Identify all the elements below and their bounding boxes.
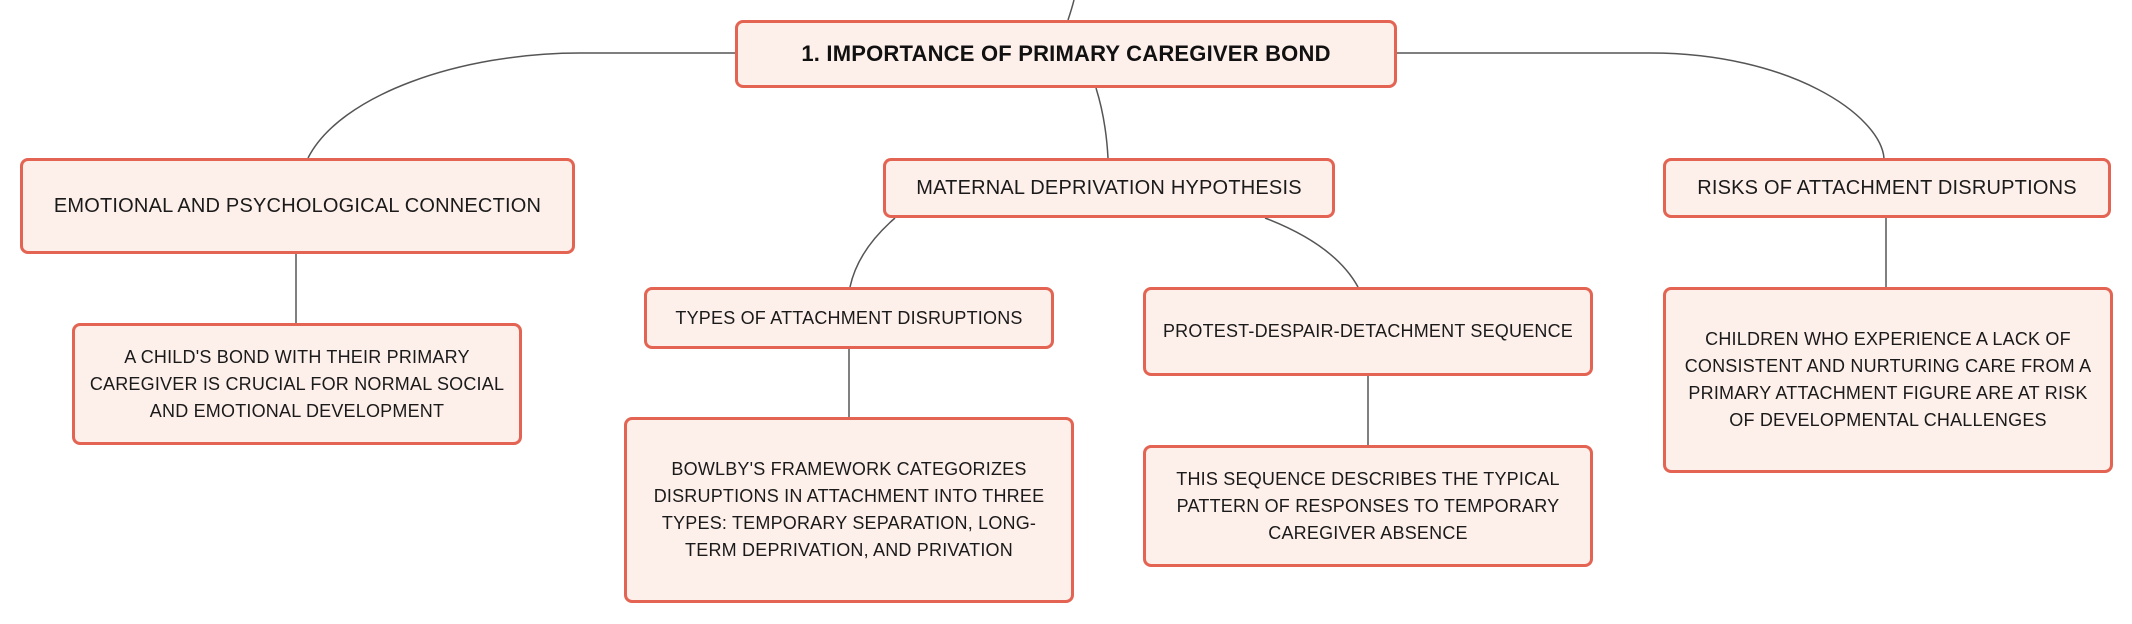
attachment-risks-detail-node[interactable]: CHILDREN WHO EXPERIENCE A LACK OF CONSIS… <box>1663 287 2113 473</box>
root-node[interactable]: 1. IMPORTANCE OF PRIMARY CAREGIVER BOND <box>735 20 1397 88</box>
protest-despair-detachment-detail-text: THIS SEQUENCE DESCRIBES THE TYPICAL PATT… <box>1176 468 1560 543</box>
attachment-disruption-types-label: TYPES OF ATTACHMENT DISRUPTIONS <box>675 307 1023 328</box>
attachment-risks-detail-text: CHILDREN WHO EXPERIENCE A LACK OF CONSIS… <box>1684 329 2092 430</box>
attachment-disruption-types-node[interactable]: TYPES OF ATTACHMENT DISRUPTIONS <box>644 287 1054 349</box>
protest-despair-detachment-detail-node[interactable]: THIS SEQUENCE DESCRIBES THE TYPICAL PATT… <box>1143 445 1593 567</box>
emotional-connection-detail-node[interactable]: A CHILD'S BOND WITH THEIR PRIMARY CAREGI… <box>72 323 522 445</box>
emotional-connection-detail-text: A CHILD'S BOND WITH THEIR PRIMARY CAREGI… <box>89 346 505 421</box>
attachment-risks-label: RISKS OF ATTACHMENT DISRUPTIONS <box>1697 176 2077 199</box>
attachment-disruption-types-detail-node[interactable]: BOWLBY'S FRAMEWORK CATEGORIZES DISRUPTIO… <box>624 417 1074 603</box>
protest-despair-detachment-node[interactable]: PROTEST-DESPAIR-DETACHMENT SEQUENCE <box>1143 287 1593 376</box>
attachment-disruption-types-detail-text: BOWLBY'S FRAMEWORK CATEGORIZES DISRUPTIO… <box>653 459 1045 560</box>
connector-root-parent <box>1067 0 1075 21</box>
emotional-connection-node[interactable]: EMOTIONAL AND PSYCHOLOGICAL CONNECTION <box>20 158 575 254</box>
connector-root-emotional <box>307 52 735 159</box>
emotional-connection-label: EMOTIONAL AND PSYCHOLOGICAL CONNECTION <box>53 194 542 217</box>
attachment-risks-node[interactable]: RISKS OF ATTACHMENT DISRUPTIONS <box>1663 158 2111 218</box>
maternal-deprivation-node[interactable]: MATERNAL DEPRIVATION HYPOTHESIS <box>883 158 1335 218</box>
maternal-deprivation-label: MATERNAL DEPRIVATION HYPOTHESIS <box>916 176 1302 199</box>
connector-root-maternal <box>1095 87 1109 159</box>
connector-maternal-sequence <box>1264 217 1359 288</box>
root-label: 1. IMPORTANCE OF PRIMARY CAREGIVER BOND <box>801 41 1331 66</box>
protest-despair-detachment-label: PROTEST-DESPAIR-DETACHMENT SEQUENCE <box>1162 321 1574 341</box>
connector-root-risks <box>1397 52 1885 159</box>
connector-maternal-types <box>849 217 896 288</box>
